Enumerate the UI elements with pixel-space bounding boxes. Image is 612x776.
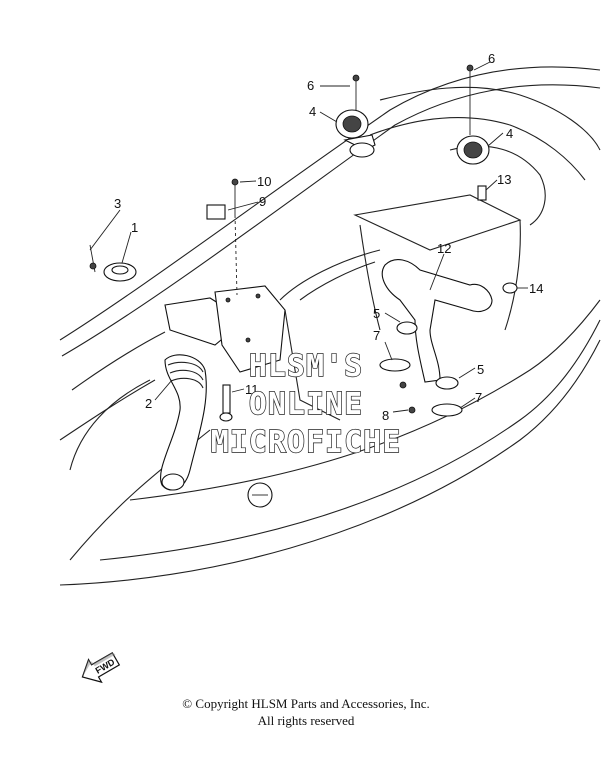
callout-3: 3 <box>114 196 121 211</box>
callout-2: 2 <box>145 396 152 411</box>
callout-5-upper: 5 <box>373 306 380 321</box>
watermark: HLSM'S ONLINE MICROFICHE <box>210 348 402 460</box>
leader-lines <box>89 61 528 413</box>
hull-outline <box>59 66 601 586</box>
callout-9: 9 <box>259 194 266 209</box>
hose-clamp-part-7 <box>379 358 463 417</box>
watermark-line-1: HLSM'S <box>249 349 363 384</box>
intake-hose-part-2 <box>160 354 207 491</box>
callout-12: 12 <box>437 241 451 256</box>
vent-fitting-part-1 <box>89 244 137 282</box>
vent-head-right-part-4 <box>456 64 490 165</box>
watermark-line-2: ONLINE <box>249 387 363 422</box>
callout-7-lower: 7 <box>475 390 482 405</box>
callout-1: 1 <box>131 220 138 235</box>
callout-13: 13 <box>497 172 511 187</box>
vent-head-left-part-4 <box>335 74 376 158</box>
callout-5-lower: 5 <box>477 362 484 377</box>
watermark-line-3: MICROFICHE <box>211 425 402 460</box>
copyright-text: © Copyright HLSM Parts and Accessories, … <box>182 696 430 711</box>
relay-part-9 <box>206 178 239 296</box>
callout-11: 11 <box>245 382 259 397</box>
callout-4-left: 4 <box>309 104 316 119</box>
callout-4-right: 4 <box>506 126 513 141</box>
drain-plug <box>247 482 273 508</box>
fwd-arrow-icon: FWD <box>81 651 121 684</box>
callout-10: 10 <box>257 174 271 189</box>
callout-8: 8 <box>382 408 389 423</box>
callout-6-right: 6 <box>488 51 495 66</box>
callout-6-left: 6 <box>307 78 314 93</box>
t-hose-part-12 <box>381 259 493 390</box>
callout-14: 14 <box>529 281 543 296</box>
electrical-box-bracket <box>164 285 286 373</box>
callout-labels: 1 2 3 4 4 5 5 6 6 7 7 8 9 10 11 12 13 14 <box>114 51 543 423</box>
screw-part-8 <box>399 381 416 414</box>
callout-7-upper: 7 <box>373 328 380 343</box>
rights-text: All rights reserved <box>257 713 355 728</box>
bolt-part-11 <box>219 384 233 422</box>
